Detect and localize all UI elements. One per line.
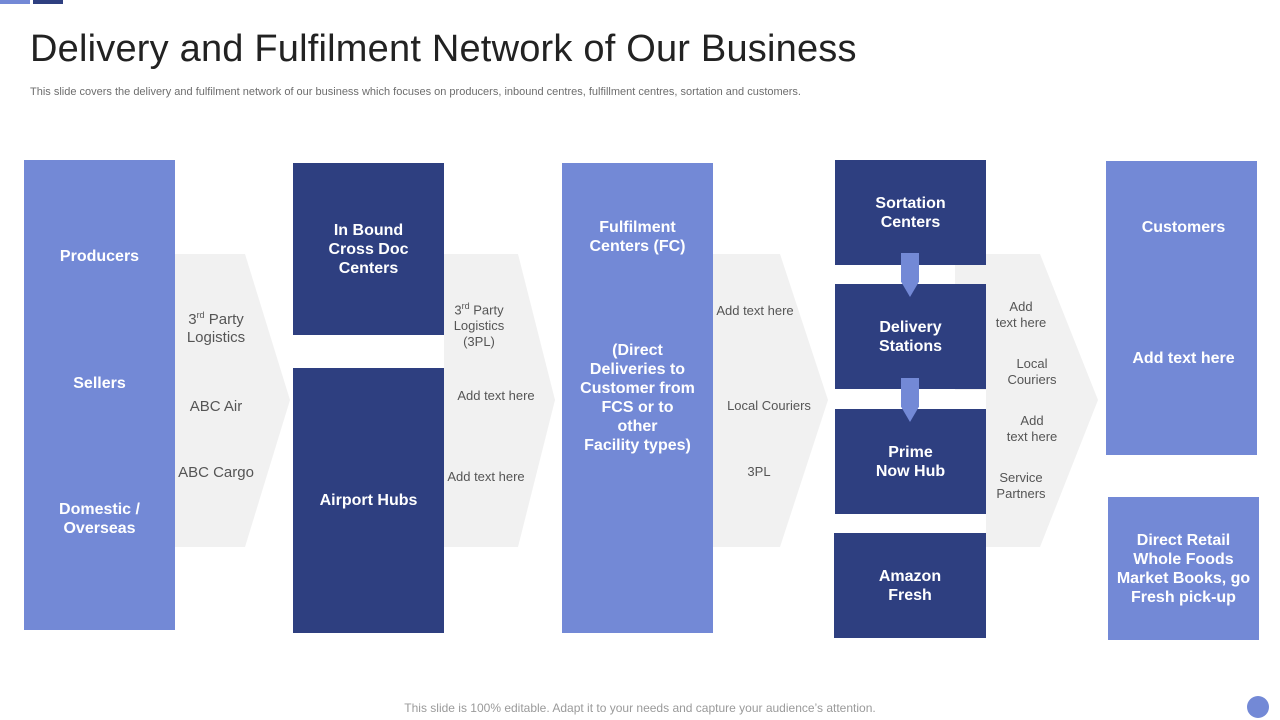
down-arrow-icon — [901, 378, 919, 422]
slide-title: Delivery and Fulfilment Network of Our B… — [30, 28, 857, 70]
direct-deliveries-label: (Direct Deliveries to Customer from FCS … — [580, 342, 695, 454]
abc-cargo-text: ABC Cargo — [178, 464, 254, 481]
chev4-service-partners: Service Partners — [996, 470, 1046, 501]
inbound-cross-dock-box: In Bound Cross Doc Centers — [293, 163, 444, 335]
chev4-add-text-2: Add text here — [1006, 413, 1058, 444]
top-accent-bar-dark — [33, 0, 63, 4]
amazon-fresh-box: Amazon Fresh — [834, 533, 986, 638]
inbound-cross-dock-label: In Bound Cross Doc Centers — [328, 221, 409, 277]
chev4-local-couriers: Local Couriers — [1007, 356, 1057, 387]
slide-subtitle: This slide covers the delivery and fulfi… — [30, 86, 801, 98]
delivery-stations-label: Delivery Stations — [878, 318, 943, 355]
chev3-local-couriers: Local Couriers — [727, 398, 811, 413]
chevron-1 — [175, 254, 290, 547]
airport-hubs-label: Airport Hubs — [319, 492, 418, 509]
chevron-4 — [955, 254, 1098, 547]
prime-now-hub-label: Prime Now Hub — [875, 443, 946, 480]
fulfilment-centers-panel — [562, 163, 713, 633]
third-party-3pl-text: 3rd Party Logistics (3PL) — [453, 301, 505, 350]
prime-now-hub-box: Prime Now Hub — [835, 409, 986, 514]
customers-label: Customers — [1141, 219, 1226, 236]
sellers-label: Sellers — [73, 375, 126, 392]
fulfilment-centers-label: Fulfilment Centers (FC) — [589, 219, 686, 255]
direct-retail-label: Direct Retail Whole Foods Market Books, … — [1116, 531, 1251, 606]
producers-label: Producers — [59, 248, 140, 265]
customers-panel — [1106, 161, 1257, 455]
top-accent-bar — [0, 0, 30, 4]
sortation-centers-label: Sortation Centers — [875, 194, 946, 231]
chev2-add-text-1: Add text here — [457, 388, 535, 403]
direct-retail-box: Direct Retail Whole Foods Market Books, … — [1108, 497, 1259, 640]
amazon-fresh-label: Amazon Fresh — [878, 567, 942, 604]
third-party-logistics-text: 3rd Party Logistics — [186, 310, 246, 346]
sortation-centers-box: Sortation Centers — [835, 160, 986, 265]
chevron-3 — [713, 254, 828, 547]
abc-air-text: ABC Air — [189, 398, 243, 415]
chev3-3pl: 3PL — [747, 464, 771, 479]
domestic-overseas-label: Domestic / Overseas — [59, 501, 140, 537]
corner-dot-icon — [1247, 696, 1269, 718]
delivery-stations-box: Delivery Stations — [835, 284, 986, 389]
chev2-add-text-2: Add text here — [447, 469, 525, 484]
producers-sellers-panel — [24, 160, 175, 630]
airport-hubs-box: Airport Hubs — [293, 368, 444, 633]
chev4-add-text-1: Add text here — [995, 299, 1047, 330]
customers-add-text: Add text here — [1132, 350, 1235, 367]
chev3-add-text: Add text here — [716, 303, 794, 318]
down-arrow-icon — [901, 253, 919, 297]
slide-footer: This slide is 100% editable. Adapt it to… — [404, 701, 876, 715]
